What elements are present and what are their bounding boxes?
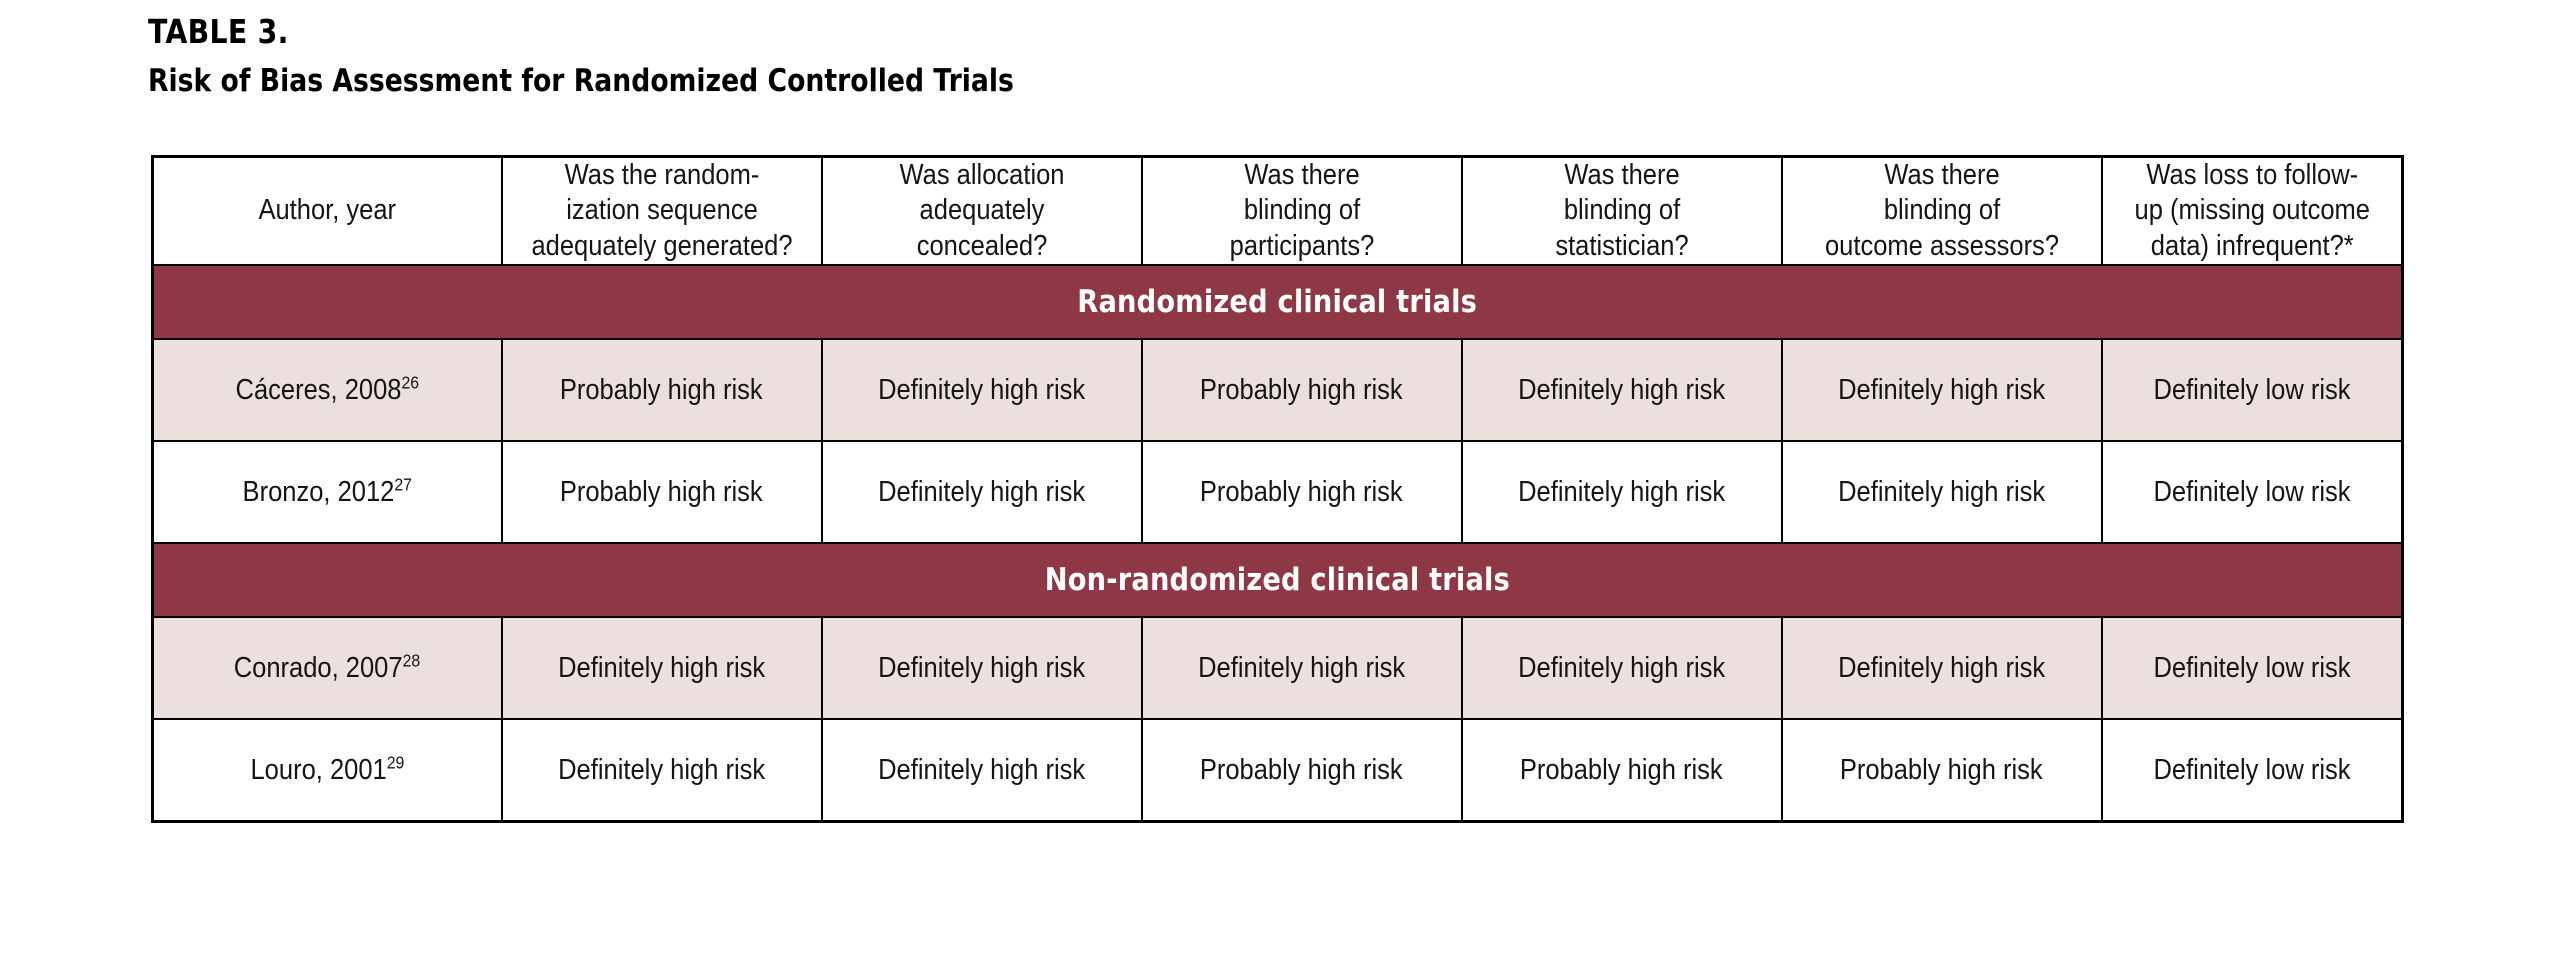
cell-blind_statistician: Definitely high risk xyxy=(1460,338,1783,443)
table-header: Author, year Was the random-ization seque… xyxy=(151,155,2404,267)
author-year-text: Louro, 200129 xyxy=(250,751,405,786)
risk-value: Definitely high risk xyxy=(557,753,766,786)
table-header-row: Author, year Was the random-ization seque… xyxy=(151,155,2404,267)
risk-value: Definitely high risk xyxy=(1837,475,2046,508)
table-row: Conrado, 200728 Definitely high risk Defin… xyxy=(151,616,2404,721)
risk-value: Definitely high risk xyxy=(1517,651,1726,684)
risk-of-bias-table-container: Author, year Was the random-ization seque… xyxy=(151,155,2404,824)
cell-loss_followup: Definitely low risk xyxy=(2100,718,2404,823)
cell-blind_statistician: Definitely high risk xyxy=(1460,440,1783,545)
table-caption: Risk of Bias Assessment for Randomized C… xyxy=(148,62,1014,99)
risk-value: Definitely high risk xyxy=(877,475,1086,508)
cell-allocation: Definitely high risk xyxy=(820,718,1143,823)
cell-randomization: Probably high risk xyxy=(500,440,823,545)
cell-allocation: Definitely high risk xyxy=(820,338,1143,443)
risk-value: Probably high risk xyxy=(560,475,763,508)
cell-author-year: Bronzo, 201227 xyxy=(151,440,503,545)
section-header-row: Non-randomized clinical trials xyxy=(151,542,2404,619)
cell-allocation: Definitely high risk xyxy=(820,440,1143,545)
cell-blind_participants: Probably high risk xyxy=(1140,718,1463,823)
cell-blind_participants: Probably high risk xyxy=(1140,440,1463,545)
section-title: Non-randomized clinical trials xyxy=(1044,562,1511,599)
risk-value: Probably high risk xyxy=(1840,753,2043,786)
cell-randomization: Definitely high risk xyxy=(500,616,823,721)
cell-blind_participants: Probably high risk xyxy=(1140,338,1463,443)
cell-author-year: Louro, 200129 xyxy=(151,718,503,823)
risk-value: Probably high risk xyxy=(1200,475,1403,508)
citation-superscript: 27 xyxy=(394,473,412,494)
column-header-label: Author, year xyxy=(258,194,397,227)
author-year-text: Conrado, 200728 xyxy=(234,649,421,684)
risk-value: Definitely low risk xyxy=(2153,373,2351,406)
risk-value: Probably high risk xyxy=(1200,753,1403,786)
risk-value: Definitely high risk xyxy=(1837,651,2046,684)
section-header-row: Randomized clinical trials xyxy=(151,264,2404,341)
risk-value: Probably high risk xyxy=(1520,753,1723,786)
cell-allocation: Definitely high risk xyxy=(820,616,1143,721)
cell-blind_assessors: Definitely high risk xyxy=(1780,440,2103,545)
section-header-cell: Randomized clinical trials xyxy=(151,264,2404,341)
cell-randomization: Definitely high risk xyxy=(500,718,823,823)
cell-author-year: Conrado, 200728 xyxy=(151,616,503,721)
risk-of-bias-table: Author, year Was the random-ization seque… xyxy=(151,155,2404,824)
citation-superscript: 28 xyxy=(402,649,421,670)
risk-value: Definitely low risk xyxy=(2153,753,2351,786)
table-label: TABLE 3. xyxy=(148,12,289,51)
risk-value: Probably high risk xyxy=(560,373,763,406)
table-row: Bronzo, 201227 Probably high risk Definite… xyxy=(151,440,2404,545)
cell-loss_followup: Definitely low risk xyxy=(2100,616,2404,721)
risk-value: Definitely high risk xyxy=(877,753,1086,786)
risk-value: Definitely high risk xyxy=(1837,373,2046,406)
cell-blind_participants: Definitely high risk xyxy=(1140,616,1463,721)
table-row: Louro, 200129 Definitely high risk Definit… xyxy=(151,718,2404,823)
citation-superscript: 26 xyxy=(401,371,420,392)
risk-value: Definitely low risk xyxy=(2153,475,2351,508)
author-year-text: Bronzo, 201227 xyxy=(242,473,412,508)
cell-blind_assessors: Definitely high risk xyxy=(1780,338,2103,443)
cell-loss_followup: Definitely low risk xyxy=(2100,338,2404,443)
author-year-text: Cáceres, 200826 xyxy=(235,371,420,406)
cell-loss_followup: Definitely low risk xyxy=(2100,440,2404,545)
cell-randomization: Probably high risk xyxy=(500,338,823,443)
risk-value: Definitely high risk xyxy=(1197,651,1406,684)
risk-value: Definitely high risk xyxy=(1517,475,1726,508)
table-row: Cáceres, 200826 Probably high risk Definit… xyxy=(151,338,2404,443)
risk-value: Definitely high risk xyxy=(557,651,766,684)
cell-blind_statistician: Probably high risk xyxy=(1460,718,1783,823)
section-header-cell: Non-randomized clinical trials xyxy=(151,542,2404,619)
column-header-author: Author, year xyxy=(151,155,503,267)
risk-value: Definitely high risk xyxy=(877,373,1086,406)
cell-blind_assessors: Probably high risk xyxy=(1780,718,2103,823)
cell-blind_statistician: Definitely high risk xyxy=(1460,616,1783,721)
risk-value: Definitely high risk xyxy=(1517,373,1726,406)
table-titles: TABLE 3. Risk of Bias Assessment for Ran… xyxy=(0,0,2550,99)
cell-author-year: Cáceres, 200826 xyxy=(151,338,503,443)
citation-superscript: 29 xyxy=(386,751,405,772)
cell-blind_assessors: Definitely high risk xyxy=(1780,616,2103,721)
risk-value: Probably high risk xyxy=(1200,373,1403,406)
risk-value: Definitely high risk xyxy=(877,651,1086,684)
risk-value: Definitely low risk xyxy=(2153,651,2351,684)
section-title: Randomized clinical trials xyxy=(1077,284,1478,321)
